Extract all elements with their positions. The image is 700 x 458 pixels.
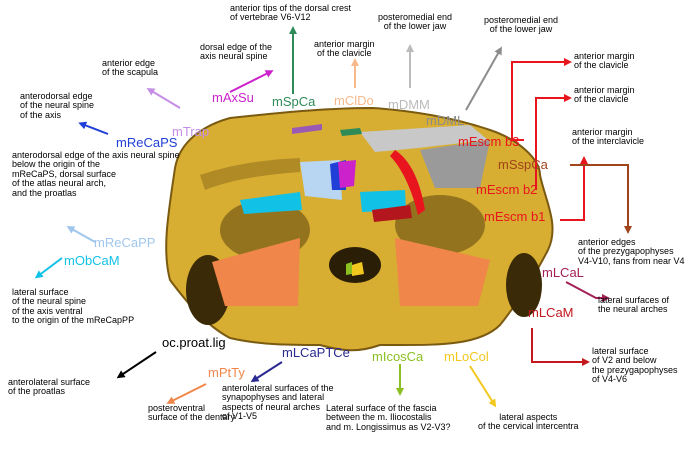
leader-mTrap	[146, 87, 181, 109]
desc-mEscmb3: anterior margin of the clavicle	[574, 51, 635, 71]
desc-mLoCol: lateral aspects of the cervical intercen…	[478, 412, 579, 432]
desc-mSspCa: anterior edges of the prezygapophyses V4…	[578, 237, 685, 266]
area-mPtTy-left	[212, 238, 300, 306]
label-mObCaM: mObCaM	[64, 253, 120, 268]
area-mSpCa	[340, 128, 362, 136]
area-mEscm	[390, 150, 425, 215]
label-mDMM: mDMM	[388, 97, 430, 112]
desc-mEscmb1: anterior margin of the interclavicle	[572, 127, 645, 147]
leader-mObCaM	[34, 257, 63, 279]
leader-mLCaL	[565, 281, 610, 302]
label-mReCaPP: mReCaPP	[94, 235, 156, 250]
label-mEscmb2: mEscm b2	[476, 182, 538, 197]
label-mLCaL: mLCaL	[542, 265, 584, 280]
leader-mEscmb2	[535, 94, 572, 190]
desc-mReCaPS: anterodorsal edge of the neural spine of…	[20, 91, 95, 120]
desc-ocproatlig: anterolateral surface of the proatlas	[8, 377, 91, 397]
area-mPtTy-right	[395, 238, 490, 306]
leader-mReCaPP	[66, 226, 96, 243]
leader-mLCaM	[531, 328, 590, 366]
leader-mLCaPTCe	[250, 361, 283, 383]
label-mAxSu: mAxSu	[212, 90, 254, 105]
desc-mObCaM: lateral surface of the neural spine of t…	[12, 287, 135, 326]
label-mIcosCa: mIcosCa	[372, 349, 424, 364]
area-mIcosCa	[346, 262, 352, 275]
leader-mEscmb3	[511, 58, 572, 141]
desc-mIcosCa: Lateral surface of the fascia between th…	[326, 403, 451, 432]
area-mTrap	[292, 124, 322, 134]
leader-mAxSu	[229, 70, 274, 93]
area-mObCaM	[240, 192, 302, 214]
desc-mEscmb2: anterior margin of the clavicle	[574, 85, 635, 105]
label-mLCaPTCe: mLCaPTCe	[282, 345, 350, 360]
muscle-attachment-areas	[212, 124, 490, 306]
desc-mLCaPTCe: anterolateral surfaces of the synapophys…	[222, 383, 334, 422]
label-mEscmb3: mEscm b3	[458, 134, 520, 149]
label-mSspCa: mSspCa	[498, 157, 548, 172]
leader-ocproatlig	[116, 351, 157, 379]
skull-dark-shading	[200, 158, 300, 190]
label-mClDo: mClDo	[334, 93, 374, 108]
label-mDML: mDML	[426, 113, 465, 128]
desc-mLCaM: lateral surface of V2 and below the prez…	[592, 346, 678, 385]
leader-mReCaPS	[78, 121, 109, 135]
label-mLoCol: mLoCol	[444, 349, 489, 364]
leader-mLoCol	[469, 365, 497, 408]
area-mEscm-lower	[372, 205, 412, 222]
leader-mDML	[465, 46, 502, 111]
desc-mLCaL: lateral surfaces of the neural arches	[598, 295, 670, 315]
area-mLoCol	[352, 262, 364, 276]
area-mObCaM-right	[360, 190, 406, 212]
label-mEscmb1: mEscm b1	[484, 209, 546, 224]
label-mPtTy: mPtTy	[208, 365, 245, 380]
label-mLCaM: mLCaM	[528, 305, 574, 320]
desc-mDML: posteromedial end of the lower jaw	[484, 15, 559, 35]
leader-mEscmb1	[560, 156, 588, 221]
area-mAxSu	[338, 160, 356, 188]
label-mSpCa: mSpCa	[272, 94, 316, 109]
label-mTrap: mTrap	[172, 124, 210, 139]
label-ocproatlig: oc.proat.lig	[162, 335, 226, 350]
area-mDMM	[360, 125, 488, 152]
desc-mTrap: anterior edge of the scapula	[102, 58, 159, 78]
desc-mSpCa: anterior tips of the dorsal crest of ver…	[230, 3, 352, 23]
leader-lines	[34, 26, 632, 408]
leader-mSspCa	[570, 164, 632, 234]
leader-mPtTy	[166, 383, 207, 404]
desc-mClDo: anterior margin of the clavicle	[314, 39, 375, 59]
desc-mDMM: posteromedial end of the lower jaw	[378, 12, 453, 32]
label-mReCaPS: mReCaPS	[116, 135, 178, 150]
desc-mReCaPP: anterodorsal edge of the axis neural spi…	[12, 150, 180, 198]
area-mDML	[420, 140, 490, 188]
right-fossa	[506, 253, 542, 317]
desc-mAxSu: dorsal edge of the axis neural spine	[200, 42, 273, 62]
desc-mPtTy: posteroventral surface of the dentary	[148, 403, 236, 423]
